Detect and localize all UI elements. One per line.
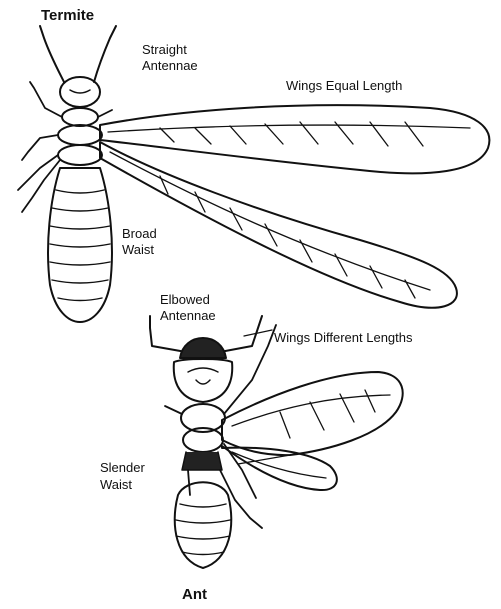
ant-title: Ant: [182, 587, 207, 603]
termite-waist-label-line-1: Broad: [122, 226, 157, 242]
ant-drawing: [150, 316, 403, 568]
ant-wings: [222, 372, 403, 490]
termite-abdomen: [48, 168, 112, 322]
ant-head: [174, 338, 233, 402]
termite-head: [60, 77, 100, 107]
ant-waist: [182, 452, 222, 470]
termite-antennae-label-line-2: Antennae: [142, 58, 198, 74]
ant-antennae-label-line-1: Elbowed: [160, 292, 210, 308]
termite-drawing: [18, 26, 489, 322]
ant-antennae-label-line-2: Antennae: [160, 308, 216, 324]
ant-abdomen: [175, 482, 232, 568]
termite-upper-wing: [100, 105, 489, 173]
termite-title: Termite: [41, 8, 94, 24]
termite-wings-label: Wings Equal Length: [286, 78, 402, 94]
termite-waist-label-line-2: Waist: [122, 242, 154, 258]
ant-hind-wing: [222, 446, 337, 490]
termite-lower-wing: [100, 142, 457, 308]
termite-antennae-label-line-1: Straight: [142, 42, 187, 58]
ant-thorax: [181, 404, 225, 452]
ant-waist-label-line-2: Waist: [100, 477, 132, 493]
ant-waist-label-line-1: Slender: [100, 460, 145, 476]
termite-wings: [100, 105, 489, 308]
termite-antennae: [40, 26, 116, 82]
ant-wings-label: Wings Different Lengths: [274, 330, 413, 346]
termite-thorax: [58, 108, 102, 165]
